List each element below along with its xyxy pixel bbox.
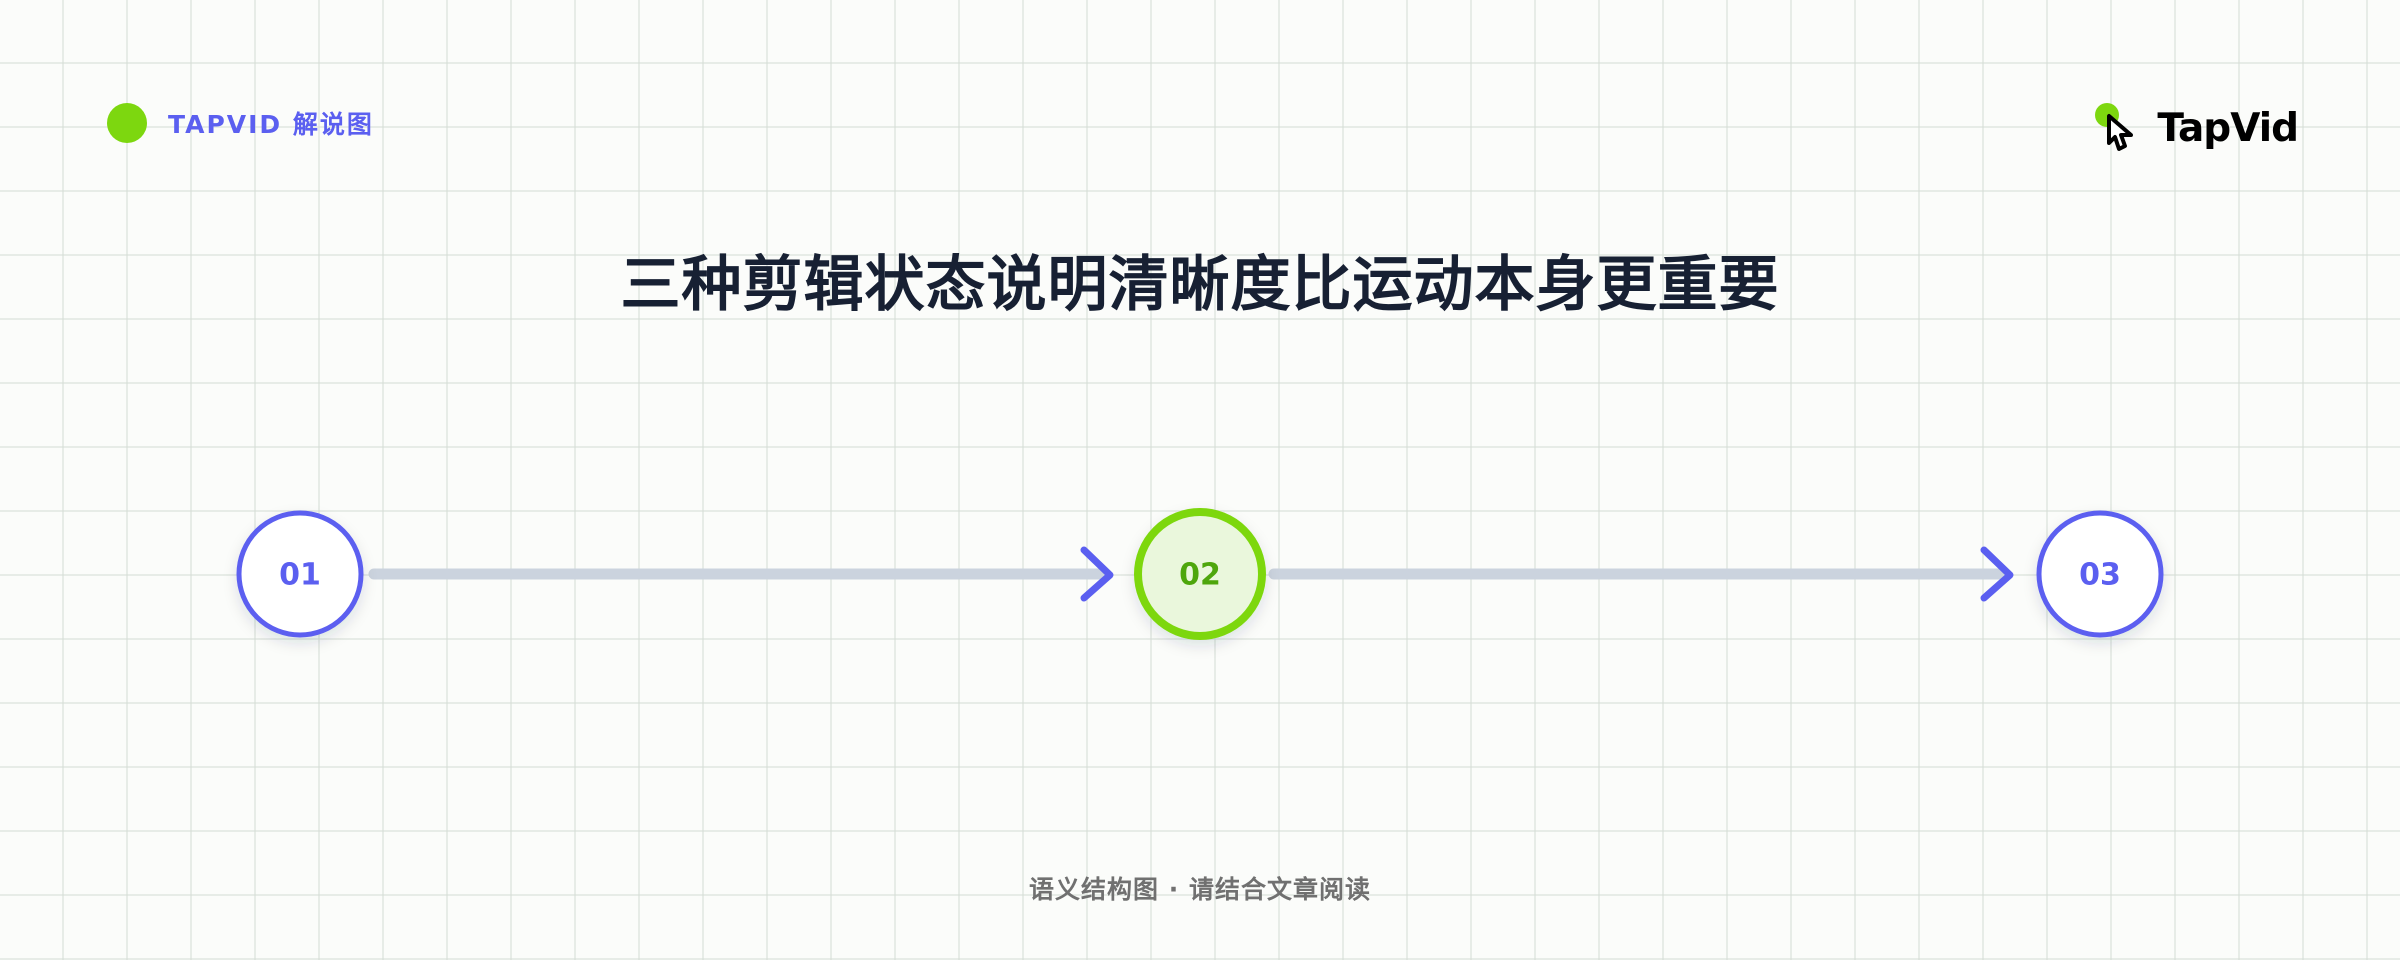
logo-wordmark: TapVid: [2157, 105, 2299, 151]
connector-1: [368, 546, 1114, 602]
step-label: 03: [2079, 558, 2121, 593]
page-title: 三种剪辑状态说明清晰度比运动本身更重要: [620, 250, 1780, 320]
step-label: 02: [1179, 558, 1221, 593]
step-label: 01: [279, 558, 321, 593]
step-node-1: 01: [236, 510, 364, 638]
pointer-hand-icon: [2095, 103, 2134, 151]
tapvid-logo: TapVid: [2093, 100, 2299, 156]
green-dot-icon: [107, 103, 147, 143]
chevron-right-icon: [1980, 546, 2014, 602]
chevron-right-icon: [1080, 546, 1114, 602]
step-node-2-active: 02: [1134, 508, 1266, 640]
brand-tag: TAPVID 解说图: [107, 102, 374, 144]
brand-tag-label: TAPVID 解说图: [168, 110, 374, 139]
step-node-3: 03: [2036, 510, 2164, 638]
footer-caption: 语义结构图 · 请结合文章阅读: [1029, 875, 1371, 904]
connector-2: [1268, 546, 2014, 602]
